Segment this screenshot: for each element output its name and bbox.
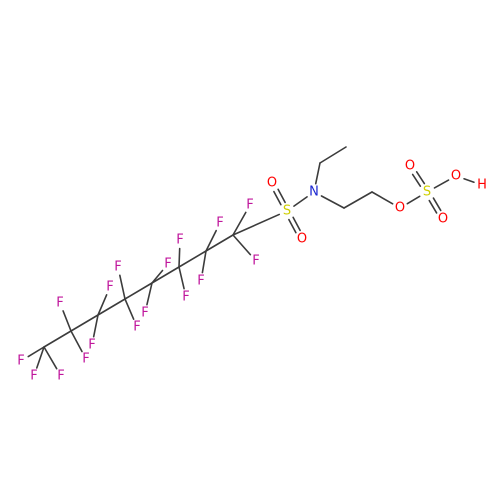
atom-label-f17: F [252,254,259,269]
bond-c8-s1 [232,213,281,236]
atom-label-f3: F [57,369,64,384]
bond-n1-m1 [320,195,345,209]
atom-label-f6: F [88,338,95,353]
atom-label-h1: H [477,178,487,193]
bond-c4-c5 [124,282,153,300]
bond-c5-f11 [151,269,164,284]
bond-m2-o3 [371,191,394,205]
atom-label-s1: S [283,204,291,219]
bond-o6-h1 [463,177,475,184]
bond-c4-f8 [119,274,126,300]
bond-c2-f5 [70,330,83,353]
bond-s1-n1 [293,196,308,207]
bond-c8-f16 [232,211,247,236]
atom-label-f8: F [114,260,121,275]
bond-c4-f9 [124,298,135,320]
bond-o3-s2 [406,195,421,205]
bond-c2-c3 [70,314,99,332]
atom-label-f11: F [164,257,171,272]
atom-label-f7: F [106,280,113,295]
bond-c1-f1 [27,346,45,358]
bond-c8-f17 [232,234,252,256]
atom-label-f1: F [17,354,24,369]
bond-s1-o1-line1 [273,190,282,206]
bond-s2-o4-line1 [411,173,422,187]
atom-label-o3: O [395,201,405,216]
atom-label-f2: F [30,369,37,384]
atom-label-o4: O [405,159,415,174]
atom-label-f15: F [216,216,223,231]
atom-label-o5: O [438,212,448,227]
bond-c6-f12 [178,247,181,268]
atom-label-s2: S [423,185,431,200]
bond-c5-c6 [151,266,180,284]
atom-label-f14: F [197,274,204,289]
bond-s2-o6 [433,179,450,189]
bond-s1-o2-line2 [288,218,297,234]
bond-c6-c7 [178,250,207,268]
atom-label-n1: N [309,185,319,200]
bond-s1-o2-line1 [292,216,301,232]
atom-label-f13: F [182,290,189,305]
bond-s2-o4-line2 [415,171,426,185]
bond-layer [27,146,475,370]
bond-c5-f10 [146,282,153,306]
bond-c1-f3 [43,346,58,370]
bond-c3-c4 [97,298,126,316]
bond-m1-m2 [343,191,373,209]
bond-s1-o1-line2 [277,188,286,204]
atom-label-o2: O [297,232,307,247]
bond-s2-o5-line1 [432,197,442,212]
bond-c7-f15 [205,229,217,252]
bond-c7-f14 [201,250,207,274]
atom-label-f10: F [141,306,148,321]
atom-label-o6: O [451,169,461,184]
bond-c7-c8 [205,234,234,252]
bond-e1-e2 [319,146,347,164]
bond-n1-e1 [314,162,321,185]
bond-c3-f7 [97,294,108,316]
bond-c6-f13 [178,266,185,290]
bond-c3-f6 [92,314,99,338]
atom-label-f9: F [133,320,140,335]
atom-label-f5: F [82,352,89,367]
atom-label-f16: F [246,198,253,213]
atom-label-o1: O [267,176,277,191]
bond-c1-f2 [35,346,45,369]
bond-c1-c2 [43,330,72,348]
bond-c2-f4 [62,310,72,332]
atom-label-f4: F [56,296,63,311]
atom-label-f12: F [176,233,183,248]
bond-s2-o5-line2 [428,199,438,214]
